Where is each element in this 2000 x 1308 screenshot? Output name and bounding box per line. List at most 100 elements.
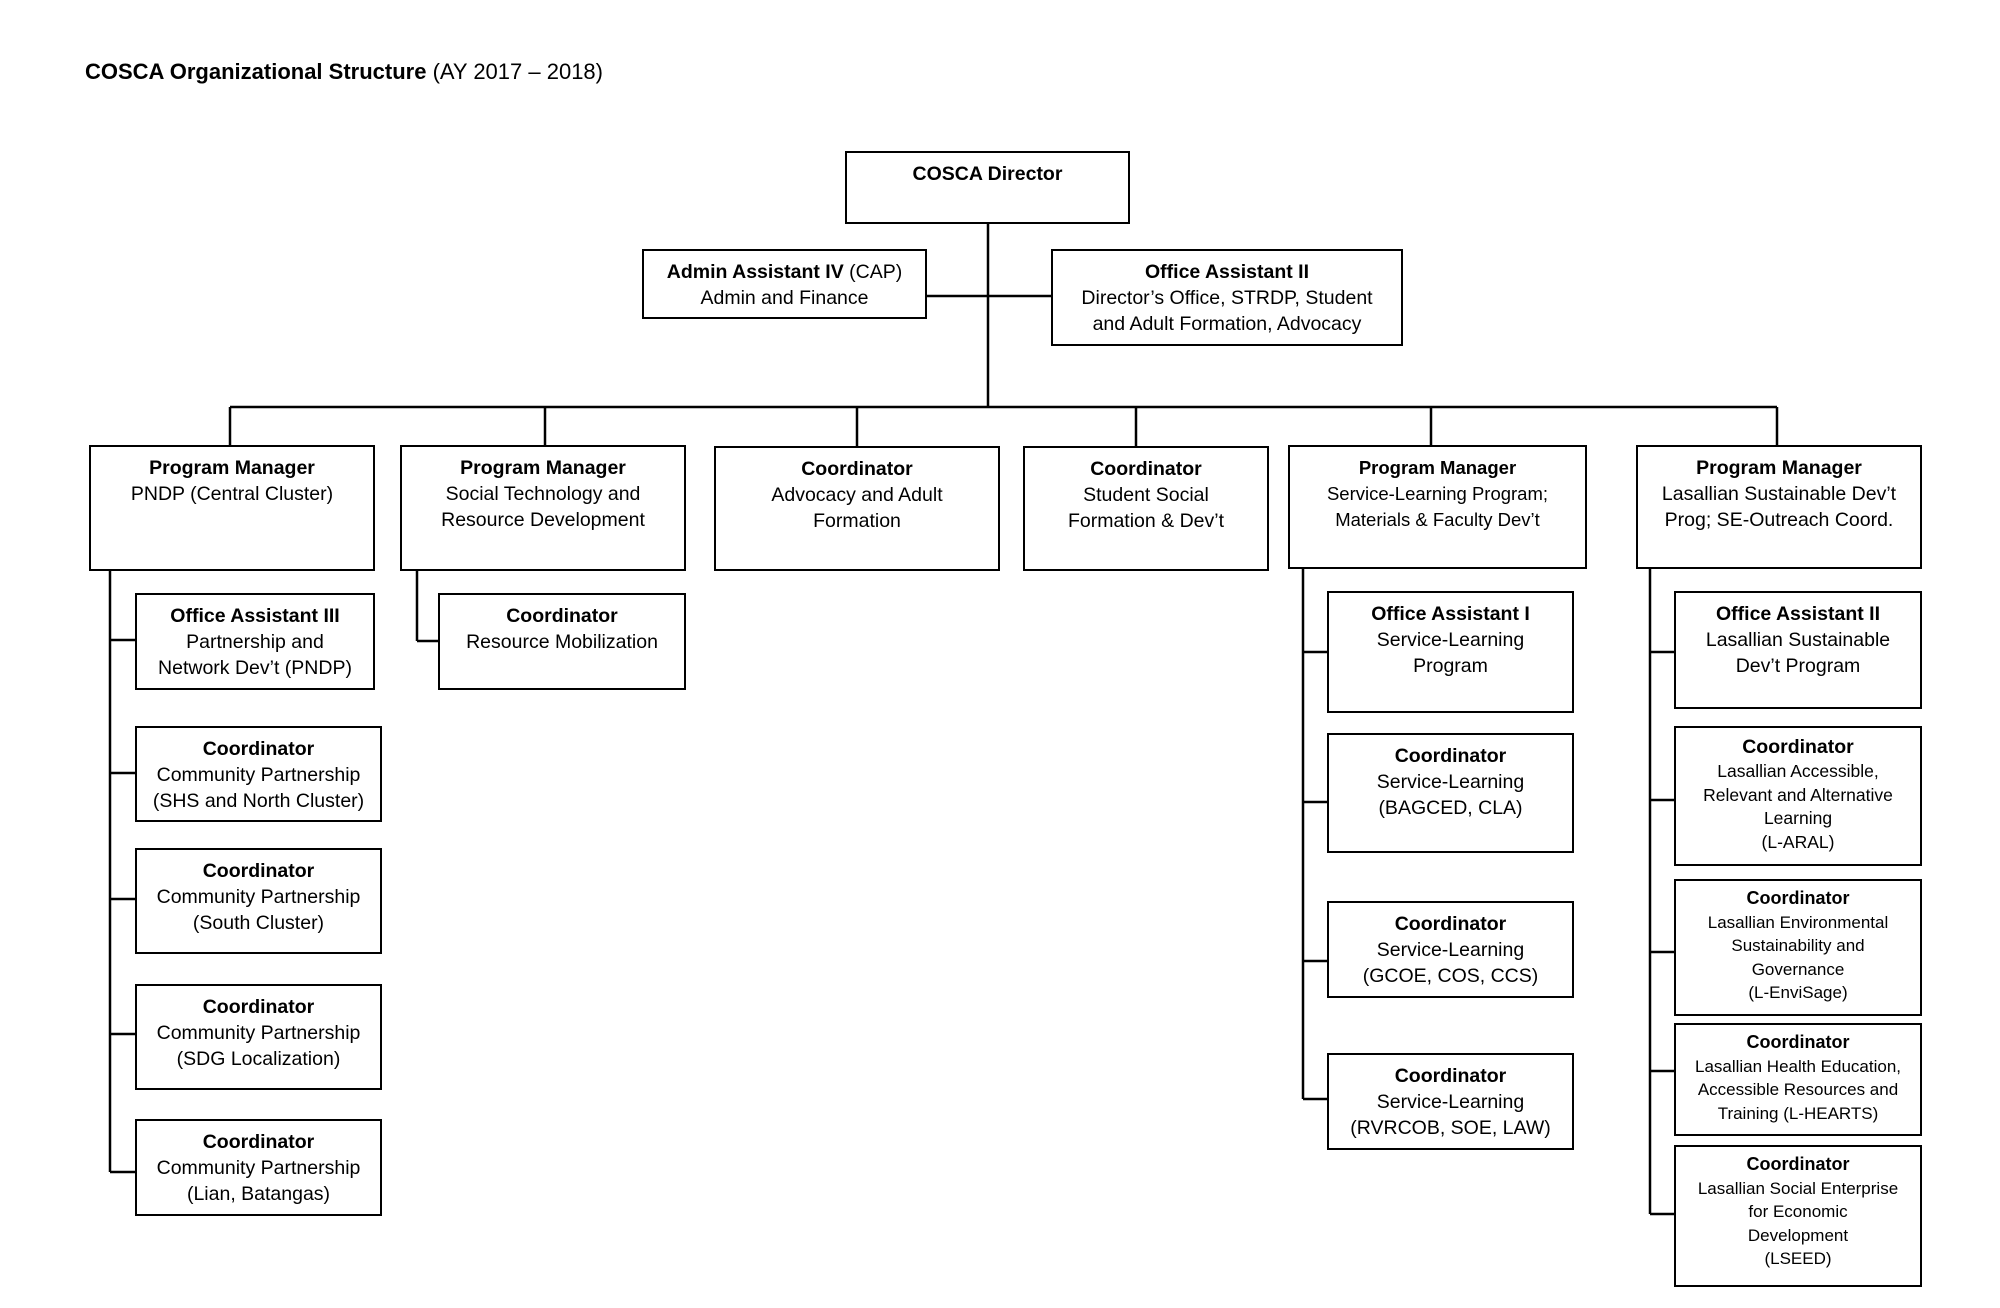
box-heading: Coordinator bbox=[202, 996, 315, 1018]
box-line: PNDP (Central Cluster) bbox=[130, 483, 334, 505]
office-assistant-ii-lsd-box: Office Assistant II Lasallian Sustainabl… bbox=[1674, 591, 1922, 709]
box-line: Sustainability and bbox=[1731, 936, 1865, 955]
box-line: Formation & Dev’t bbox=[1067, 510, 1225, 532]
box-heading: Program Manager bbox=[460, 457, 626, 479]
box-heading: Program Manager bbox=[1696, 457, 1862, 479]
box-line: Community Partnership bbox=[156, 764, 361, 786]
box-line: Resource Development bbox=[441, 509, 645, 531]
box-heading: Coordinator bbox=[202, 860, 315, 882]
box-heading: Office Assistant II bbox=[1145, 261, 1309, 283]
office-assistant-iii-box: Office Assistant III Partnership and Net… bbox=[135, 593, 375, 690]
box-line: Lasallian Accessible, bbox=[1717, 761, 1879, 781]
box-line: (RVRCOB, SOE, LAW) bbox=[1350, 1117, 1551, 1139]
box-line: Resource Mobilization bbox=[466, 631, 658, 653]
cosca-director-box: COSCA Director bbox=[845, 151, 1130, 224]
box-line: Service-Learning bbox=[1376, 939, 1525, 961]
box-heading: Coordinator bbox=[1746, 1154, 1850, 1174]
program-manager-pndp-box: Program Manager PNDP (Central Cluster) bbox=[89, 445, 375, 571]
coordinator-lian-batangas-box: Coordinator Community Partnership (Lian,… bbox=[135, 1119, 382, 1216]
coordinator-student-formation-box: Coordinator Student Social Formation & D… bbox=[1023, 446, 1269, 571]
box-line: Prog; SE-Outreach Coord. bbox=[1664, 509, 1894, 531]
box-line: (SHS and North Cluster) bbox=[152, 790, 365, 812]
coordinator-rvrcob-box: Coordinator Service-Learning (RVRCOB, SO… bbox=[1327, 1053, 1574, 1150]
coordinator-gcoe-box: Coordinator Service-Learning (GCOE, COS,… bbox=[1327, 901, 1574, 998]
coordinator-sdg-box: Coordinator Community Partnership (SDG L… bbox=[135, 984, 382, 1090]
box-heading: Coordinator bbox=[1746, 888, 1850, 908]
box-heading: Office Assistant II bbox=[1716, 603, 1880, 625]
title-bold: COSCA Organizational Structure bbox=[85, 59, 427, 84]
box-line: Community Partnership bbox=[156, 1022, 361, 1044]
box-line: Community Partnership bbox=[156, 886, 361, 908]
box-heading: COSCA Director bbox=[912, 163, 1063, 185]
box-line: Service-Learning bbox=[1376, 629, 1525, 651]
box-heading: Coordinator bbox=[202, 1131, 315, 1153]
box-line: Director’s Office, STRDP, Student bbox=[1081, 287, 1373, 309]
box-line: Lasallian Social Enterprise bbox=[1697, 1178, 1899, 1198]
box-line: Network Dev’t (PNDP) bbox=[158, 657, 352, 679]
box-heading: Office Assistant III bbox=[170, 605, 340, 627]
box-line: Admin and Finance bbox=[700, 287, 869, 309]
box-line: Development bbox=[1747, 1225, 1849, 1245]
box-line: Materials & Faculty Dev’t bbox=[1335, 509, 1540, 530]
page-title: COSCA Organizational Structure (AY 2017 … bbox=[85, 58, 603, 86]
title-rest: (AY 2017 – 2018) bbox=[426, 59, 603, 84]
box-heading: Program Manager bbox=[1358, 457, 1517, 478]
box-line: (BAGCED, CLA) bbox=[1378, 797, 1523, 819]
box-line: for Economic bbox=[1748, 1202, 1848, 1221]
box-line: Relevant and Alternative bbox=[1703, 784, 1893, 805]
box-line: (L-ARAL) bbox=[1761, 831, 1835, 852]
program-manager-service-learning-box: Program Manager Service-Learning Program… bbox=[1288, 445, 1587, 569]
box-heading: Coordinator bbox=[1394, 1065, 1507, 1087]
coordinator-resource-mobilization-box: Coordinator Resource Mobilization bbox=[438, 593, 686, 690]
coordinator-envisage-box: Coordinator Lasallian Environmental Sust… bbox=[1674, 879, 1922, 1016]
box-line: Lasallian Sustainable bbox=[1705, 629, 1891, 651]
box-line: (SDG Localization) bbox=[176, 1048, 341, 1070]
box-heading: Coordinator bbox=[1746, 1032, 1850, 1052]
box-line: Community Partnership bbox=[156, 1157, 361, 1179]
box-heading: Coordinator bbox=[801, 458, 913, 480]
box-heading: Admin Assistant IV bbox=[666, 261, 844, 283]
box-line: (GCOE, COS, CCS) bbox=[1362, 965, 1539, 987]
box-line: (L-EnviSage) bbox=[1748, 983, 1848, 1002]
box-line: Service-Learning bbox=[1376, 1091, 1525, 1113]
box-line: Governance bbox=[1751, 959, 1845, 979]
box-line: Social Technology and bbox=[445, 483, 641, 505]
box-line: Lasallian Environmental bbox=[1707, 912, 1889, 932]
box-line: (South Cluster) bbox=[192, 912, 325, 934]
office-assistant-director-box: Office Assistant II Director’s Office, S… bbox=[1051, 249, 1403, 346]
box-line: Dev’t Program bbox=[1735, 655, 1861, 677]
box-heading: Coordinator bbox=[1394, 913, 1507, 935]
box-heading: Coordinator bbox=[506, 605, 618, 627]
box-heading: Coordinator bbox=[202, 738, 315, 760]
box-line: Learning bbox=[1763, 808, 1833, 828]
box-line: and Adult Formation, Advocacy bbox=[1092, 313, 1362, 335]
box-heading: Program Manager bbox=[149, 457, 315, 479]
box-line: Service-Learning bbox=[1376, 771, 1525, 793]
coordinator-south-cluster-box: Coordinator Community Partnership (South… bbox=[135, 848, 382, 954]
coordinator-laral-box: Coordinator Lasallian Accessible, Releva… bbox=[1674, 726, 1922, 866]
program-manager-social-tech-box: Program Manager Social Technology and Re… bbox=[400, 445, 686, 571]
box-heading: Coordinator bbox=[1394, 745, 1507, 767]
box-line: Lasallian Health Education, bbox=[1694, 1056, 1902, 1076]
box-line: Advocacy and Adult bbox=[771, 484, 943, 506]
box-line: (LSEED) bbox=[1764, 1249, 1832, 1268]
office-assistant-i-box: Office Assistant I Service-Learning Prog… bbox=[1327, 591, 1574, 713]
coordinator-bagced-cla-box: Coordinator Service-Learning (BAGCED, CL… bbox=[1327, 733, 1574, 853]
coordinator-shs-north-box: Coordinator Community Partnership (SHS a… bbox=[135, 726, 382, 822]
coordinator-lseed-box: Coordinator Lasallian Social Enterprise … bbox=[1674, 1145, 1922, 1287]
box-line: (Lian, Batangas) bbox=[186, 1183, 331, 1205]
box-line: Training (L-HEARTS) bbox=[1717, 1103, 1879, 1123]
box-line: Student Social bbox=[1083, 484, 1209, 506]
coordinator-hearts-box: Coordinator Lasallian Health Education, … bbox=[1674, 1023, 1922, 1136]
box-heading: Coordinator bbox=[1090, 458, 1202, 480]
box-heading: Office Assistant I bbox=[1371, 603, 1530, 625]
box-line: Partnership and bbox=[186, 631, 324, 653]
box-heading-suffix: (CAP) bbox=[843, 261, 903, 283]
box-line: Accessible Resources and bbox=[1697, 1080, 1899, 1099]
box-heading: Coordinator bbox=[1742, 736, 1854, 758]
box-line: Service-Learning Program; bbox=[1326, 483, 1549, 504]
box-line: Lasallian Sustainable Dev’t bbox=[1661, 483, 1897, 505]
admin-assistant-box: Admin Assistant IV (CAP) Admin and Finan… bbox=[642, 249, 927, 319]
box-line: Formation bbox=[813, 510, 901, 532]
